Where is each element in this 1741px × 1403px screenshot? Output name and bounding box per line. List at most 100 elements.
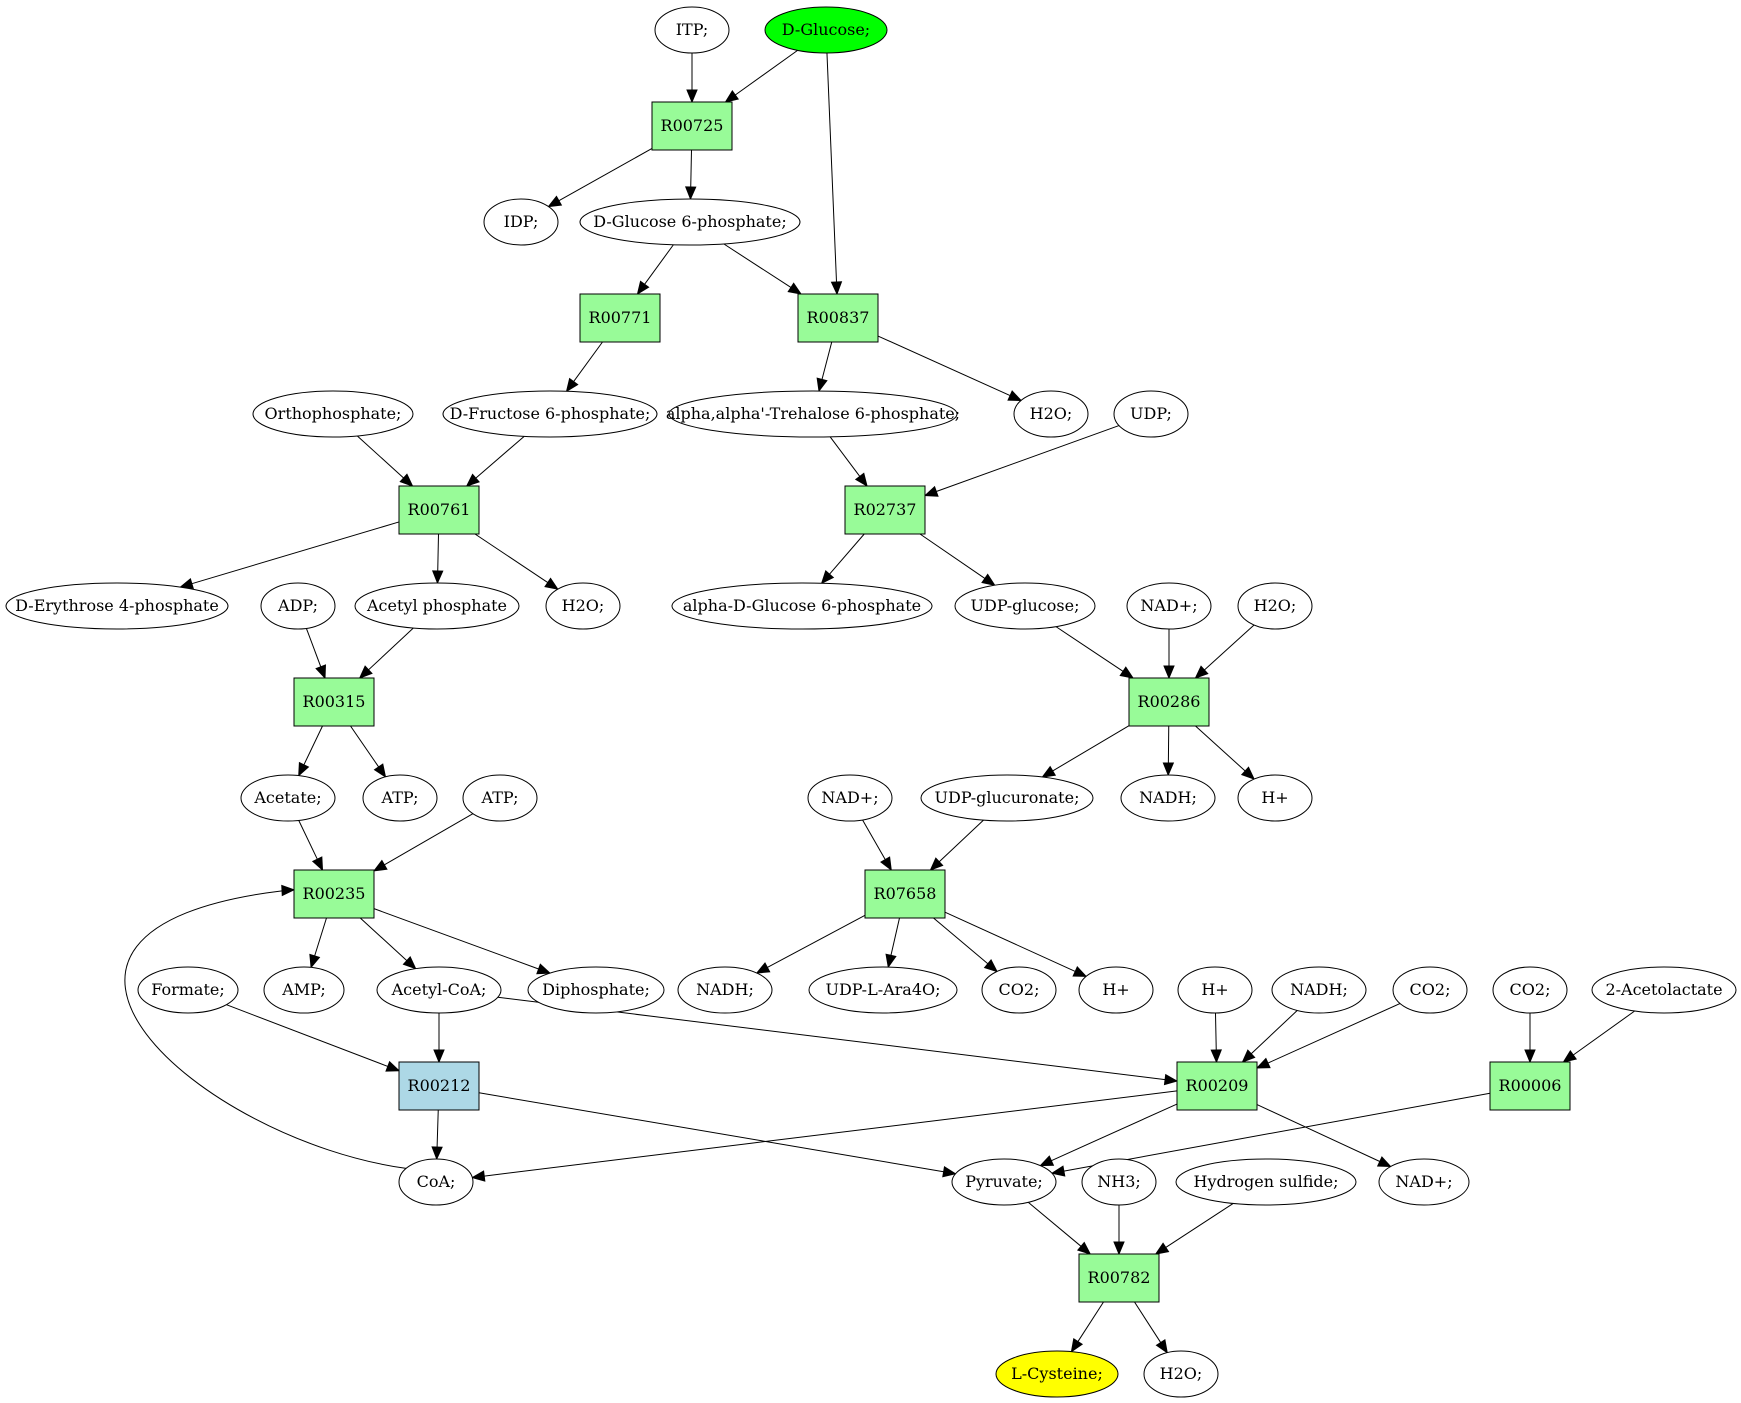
node-label: H+ [1261,788,1288,807]
compound-node-lcys[interactable]: L-Cysteine; [995,1350,1119,1398]
compound-node-diphosphate[interactable]: Diphosphate; [527,966,665,1014]
compound-node-hplus_a[interactable]: H+ [1237,774,1313,822]
node-label: R00771 [589,308,652,327]
edge-acetate-to-r00235 [298,820,324,872]
compound-node-adp[interactable]: ADP; [260,582,336,630]
arrowhead [1376,1156,1392,1168]
compound-node-udpglcur[interactable]: UDP-glucuronate; [920,774,1094,822]
edge-r00782-to-lcys [1070,1301,1104,1353]
reaction-node-r07658[interactable]: R07658 [864,869,946,919]
compound-node-idp[interactable]: IDP; [483,198,559,246]
reaction-node-r00725[interactable]: R00725 [651,101,733,151]
reaction-node-r00771[interactable]: R00771 [579,293,661,343]
compound-node-g6p[interactable]: D-Glucose 6-phosphate; [579,198,801,246]
compound-node-co2_b[interactable]: CO2; [1392,966,1468,1014]
compound-ellipse [252,390,414,438]
node-label: NAD+; [821,788,878,807]
arrowhead [981,573,996,586]
node-label: H+ [1201,980,1228,999]
edge-line [1165,1203,1234,1248]
reaction-node-r00837[interactable]: R00837 [797,293,879,343]
edge-r02737-to-udpglc [919,533,996,586]
compound-node-udpglc[interactable]: UDP-glucose; [954,582,1096,630]
compound-ellipse [527,966,665,1014]
edge-line [1204,624,1255,671]
edge-line [890,917,900,956]
compound-node-co2_c[interactable]: CO2; [1492,966,1568,1014]
compound-node-t6p[interactable]: alpha,alpha'-Trehalose 6-phosphate; [666,390,960,438]
compound-node-pyruvate[interactable]: Pyruvate; [951,1158,1057,1206]
node-label: ATP; [481,788,519,807]
compound-node-nad_b[interactable]: NAD+; [807,774,893,822]
edge-line [573,341,603,382]
edge-r02737-to-ag6p [820,533,865,585]
compound-node-nadh_b[interactable]: NADH; [677,966,773,1014]
edge-r00315-to-acetate [298,725,323,777]
compound-node-acetolactate[interactable]: 2-Acetolactate [1591,966,1737,1014]
compound-node-acetylcoa[interactable]: Acetyl-CoA; [376,966,502,1014]
node-label: Diphosphate; [542,980,650,999]
compound-node-co2_a[interactable]: CO2; [981,966,1057,1014]
reaction-node-r00315[interactable]: R00315 [293,677,375,727]
edge-udpglcur-to-r07658 [929,819,984,871]
edge-udp-to-r02737 [923,425,1120,497]
compound-node-hplus_b[interactable]: H+ [1078,966,1154,1014]
compound-node-itp[interactable]: ITP; [654,6,730,54]
arrowhead [942,1165,957,1178]
compound-node-nad_c[interactable]: NAD+; [1378,1158,1470,1206]
arrowhead [385,1060,401,1072]
compound-node-nh3[interactable]: NH3; [1081,1158,1157,1206]
compound-node-h2o_d[interactable]: H2O; [1143,1350,1219,1398]
node-label: D-Erythrose 4-phosphate [15,596,219,615]
reaction-node-r00212[interactable]: R00212 [398,1061,480,1111]
edge-line [1572,1010,1635,1056]
compound-node-orthophosphate[interactable]: Orthophosphate; [252,390,414,438]
edge-r00235-to-acetylcoa [359,917,417,970]
reaction-node-r00761[interactable]: R00761 [398,485,480,535]
node-label: Orthophosphate; [265,404,402,423]
compound-node-ag6p[interactable]: alpha-D-Glucose 6-phosphate [671,582,933,630]
reaction-node-r00006[interactable]: R00006 [1489,1061,1571,1111]
arrowhead [880,856,892,872]
compound-node-atp_b[interactable]: ATP; [462,774,538,822]
reaction-node-r02737[interactable]: R02737 [844,485,926,535]
compound-node-coa[interactable]: CoA; [398,1158,474,1206]
compound-node-acetate[interactable]: Acetate; [240,774,336,822]
arrowhead [1039,1155,1055,1167]
node-label: R02737 [854,500,917,519]
compound-node-amp[interactable]: AMP; [263,966,345,1014]
compound-node-h2s[interactable]: Hydrogen sulfide; [1175,1158,1357,1206]
compound-node-acetylp[interactable]: Acetyl phosphate [354,582,520,630]
compound-ellipse [1237,774,1313,822]
compound-node-dglucose[interactable]: D-Glucose; [764,6,888,54]
compound-ellipse [240,774,336,822]
compound-node-formate[interactable]: Formate; [137,966,239,1014]
arrowhead [565,377,579,393]
reaction-node-r00209[interactable]: R00209 [1176,1061,1258,1111]
reaction-box [651,101,733,151]
compound-node-f6p[interactable]: D-Fructose 6-phosphate; [442,390,658,438]
edge-line [1063,1092,1491,1172]
compound-node-h2o_a[interactable]: H2O; [1013,390,1089,438]
compound-node-nadh_a[interactable]: NADH; [1120,774,1216,822]
reaction-node-r00235[interactable]: R00235 [293,869,375,919]
compound-node-hplus_c[interactable]: H+ [1177,966,1253,1014]
compound-node-atp_a[interactable]: ATP; [362,774,438,822]
compound-node-h2o_c[interactable]: H2O; [1237,582,1313,630]
compound-node-udpara[interactable]: UDP-L-Ara4O; [808,966,958,1014]
reaction-node-r00286[interactable]: R00286 [1128,677,1210,727]
reaction-node-r00782[interactable]: R00782 [1078,1253,1160,1303]
compound-node-udp[interactable]: UDP; [1113,390,1189,438]
compound-node-nadh_c[interactable]: NADH; [1271,966,1367,1014]
compound-ellipse [545,582,621,630]
arrowhead [686,89,698,104]
edge-coa-to-r00235 [124,884,407,1169]
compound-ellipse [137,966,239,1014]
node-label: R00837 [807,308,870,327]
compound-node-nad_a[interactable]: NAD+; [1126,582,1212,630]
node-label: CoA; [417,1172,456,1191]
arrowhead [885,953,897,969]
compound-node-h2o_b[interactable]: H2O; [545,582,621,630]
compound-node-e4p[interactable]: D-Erythrose 4-phosphate [5,582,229,630]
node-label: D-Glucose; [782,20,870,39]
